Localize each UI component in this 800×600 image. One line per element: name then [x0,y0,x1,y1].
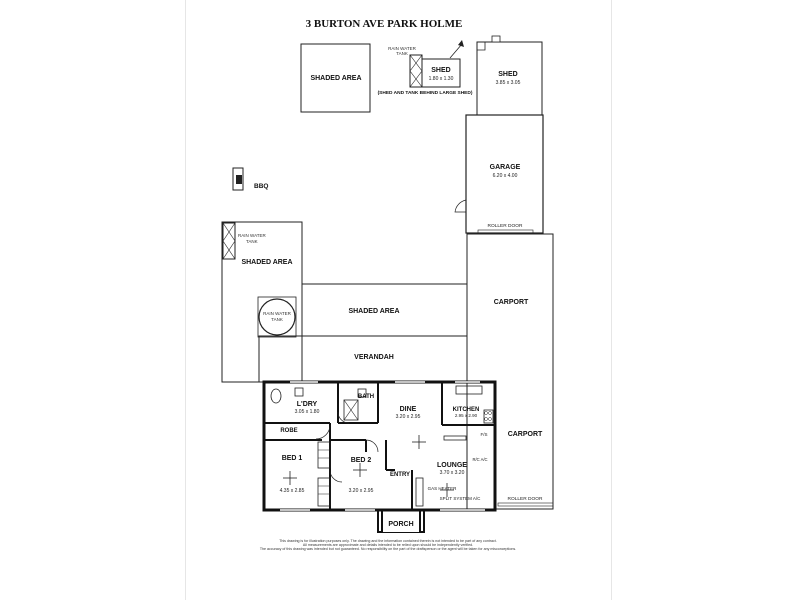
kitchen-dim: 2.95 x 2.90 [455,413,478,418]
laundry-tub-icon [294,387,304,397]
arrow-head [458,40,464,47]
rain-tank-top [409,54,423,88]
bath-label: BATH [358,394,374,400]
carport [466,233,554,510]
shed-large [476,41,543,116]
robe-hatch [318,449,330,495]
rain-tank-left [222,222,236,260]
entry-label: ENTRY [390,472,410,478]
fridge-space-label: F/S [480,432,487,437]
lounge-dim: 3.70 x 3.20 [440,470,465,476]
basin-icon [357,388,367,398]
laundry-dim: 3.05 x 1.80 [295,409,320,415]
toilet-icon [270,388,282,404]
ceiling-fans [283,435,454,497]
shaded-area-top [300,43,371,113]
shed-large-vent [491,35,501,43]
rain-tank-round-label-1: RAIN WATER [263,311,291,316]
rain-tank-left-label-1: RAIN WATER [238,233,266,238]
disclaimer-line-2: All measurements are approximate and det… [303,543,473,547]
robe-bed1-icon [317,477,331,507]
split-system-label: SPLIT SYSTEM A/C [440,496,481,501]
shed-small-dim: 1.80 x 1.30 [429,76,454,82]
bbq-label: BBQ [254,183,268,190]
rain-tank-top-label-1: RAIN WATER [388,46,416,51]
bed1-dim: 4.35 x 2.85 [280,488,305,494]
kitchen-sink-icon [455,385,483,395]
bbq-grill [236,175,242,184]
shed-note: (SHED AND TANK BEHIND LARGE SHED) [378,90,473,96]
windows [280,381,485,511]
carport-bottom-label: CARPORT [508,431,543,438]
shed-large-label: SHED [498,71,517,78]
lounge-label: LOUNGE [437,462,467,469]
garage-roller-door [477,229,534,234]
dine-label: DINE [400,406,417,413]
bed1-label: BED 1 [282,455,303,462]
bench-icon [443,435,467,441]
shed-small [421,58,461,88]
garage-roller-door-label: ROLLER DOOR [488,223,523,229]
shed-large-dim: 3.85 x 3.05 [496,80,521,86]
page-edge-right [611,0,612,600]
rain-tank-round-frame [257,296,297,338]
rain-tank-left-label-2: TANK [246,239,258,244]
laundry-label: L'DRY [297,401,318,408]
carport-top-label: CARPORT [494,299,529,306]
arrow-line [449,43,463,59]
rain-tank-top-label-2: TANK [396,51,408,56]
shaded-area-mid-label: SHADED AREA [348,308,399,315]
garage-label: GARAGE [490,164,521,171]
rain-tank-top-hatch [409,54,423,88]
rain-tank-left-hatch [222,222,236,260]
disclaimer-line-3: The accuracy of this drawing was intende… [260,547,516,551]
page-edge-left [185,0,186,600]
gas-heater-label: GAS HEATER [428,486,457,491]
shaded-area-top-label: SHADED AREA [310,75,361,82]
rain-tank-round-label-2: TANK [271,317,283,322]
bed2-label: BED 2 [351,457,372,464]
garage-side-door [454,199,467,213]
rain-tank-round [258,298,296,336]
shed-small-label: SHED [431,67,450,74]
robe-label: ROBE [280,428,297,434]
dine-dim: 3.20 x 2.95 [396,414,421,420]
reverse-cycle-ac-label: R/C A/C [472,457,487,462]
cooktop-icon [483,409,494,424]
robe-bed2-icon [317,441,331,469]
gas-heater-icon [415,477,424,507]
carport-roller-door [497,502,554,507]
verandah-label: VERANDAH [354,354,394,361]
kitchen-label: KITCHEN [453,407,480,413]
carport-roller-door-label: ROLLER DOOR [508,496,543,502]
disclaimer-line-1: This drawing is for illustration purpose… [279,539,497,543]
shower-icon [343,399,359,421]
bed2-dim: 3.20 x 2.95 [349,488,374,494]
garage-dim: 6.20 x 4.00 [493,173,518,179]
plan-title: 3 BURTON AVE PARK HOLME [306,18,463,30]
bbq-unit [232,167,244,191]
porch-label: PORCH [388,521,413,528]
shaded-area-left-label: SHADED AREA [241,259,292,266]
door-swings [315,411,379,483]
shaded-area-left [221,221,303,383]
